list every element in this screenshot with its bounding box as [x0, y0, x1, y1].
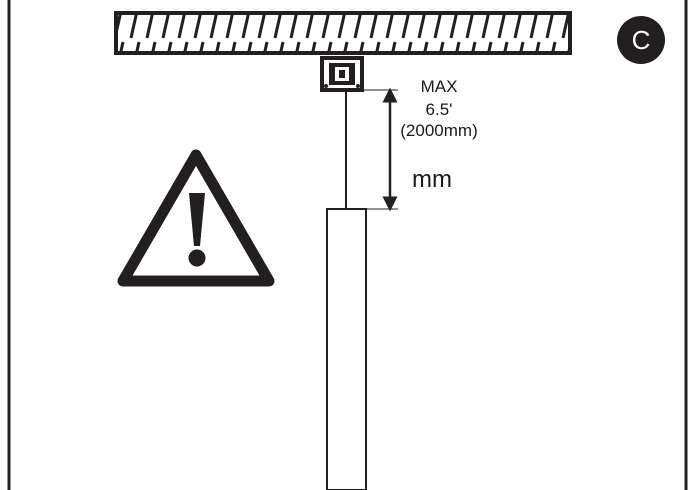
- max-label: MAX: [420, 77, 458, 96]
- section-badge: C: [617, 16, 665, 64]
- feet-label: 6.5': [425, 100, 453, 119]
- ceiling-beam-icon: [114, 11, 572, 55]
- millimeter-label: (2000mm): [400, 121, 478, 140]
- ceiling-bracket-icon: [320, 56, 364, 92]
- pendant-body: [326, 208, 367, 490]
- warning-triangle-icon: [117, 149, 275, 287]
- section-badge-letter: C: [631, 24, 651, 55]
- unit-label: mm: [412, 166, 452, 193]
